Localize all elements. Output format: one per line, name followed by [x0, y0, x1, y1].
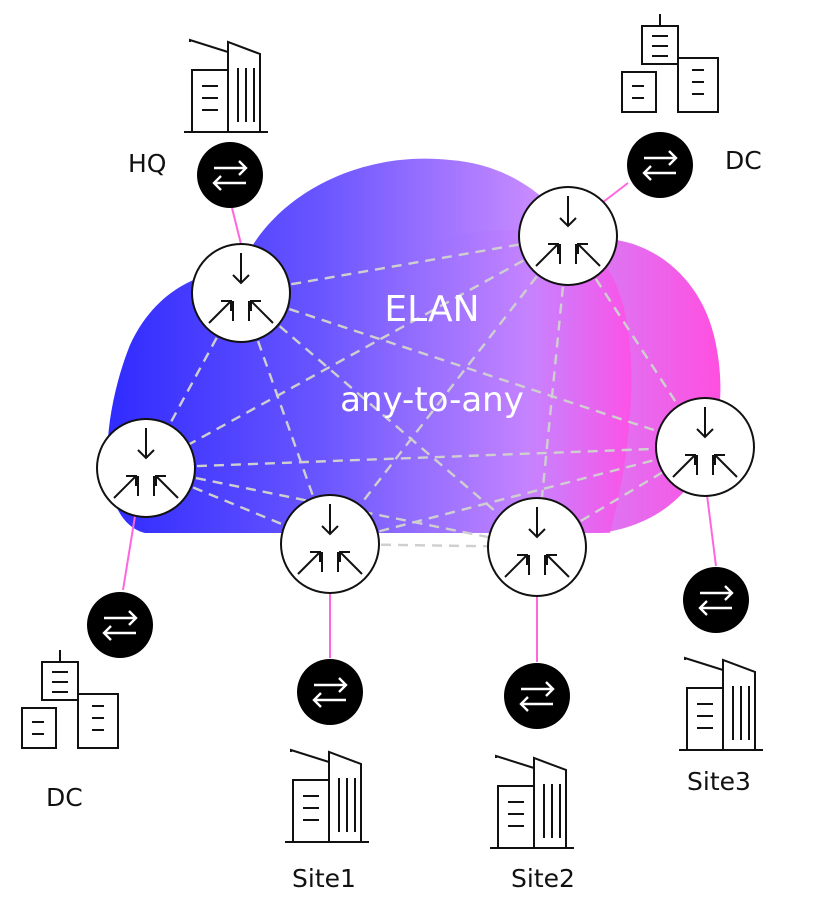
office-building-icon — [678, 657, 764, 751]
office-building-icon — [489, 755, 575, 849]
data-center-buildings-icon — [621, 13, 719, 113]
label-dc-left: DC — [46, 783, 83, 812]
router-icon — [487, 497, 587, 597]
exchange-arrows-icon — [295, 657, 365, 727]
router-icon — [280, 494, 380, 594]
label-site3: Site3 — [687, 767, 751, 796]
elan-cloud — [107, 158, 721, 533]
exchange-arrows-icon — [85, 590, 155, 660]
label-hq: HQ — [128, 149, 167, 178]
data-center-buildings-icon — [21, 649, 119, 749]
label-site1: Site1 — [292, 864, 356, 893]
cloud-subtitle: any-to-any — [340, 380, 524, 420]
office-building-icon — [284, 749, 370, 843]
cloud-title: ELAN — [384, 289, 480, 330]
exchange-arrows-icon — [681, 565, 751, 635]
exchange-arrows-icon — [625, 130, 695, 200]
label-site2: Site2 — [511, 864, 575, 893]
router-icon — [191, 243, 291, 343]
office-building-icon — [183, 39, 269, 133]
label-dc-top: DC — [725, 146, 762, 175]
exchange-arrows-icon — [502, 661, 572, 731]
router-icon — [655, 397, 755, 497]
router-icon — [518, 186, 618, 286]
exchange-arrows-icon — [195, 140, 265, 210]
router-icon — [96, 418, 196, 518]
